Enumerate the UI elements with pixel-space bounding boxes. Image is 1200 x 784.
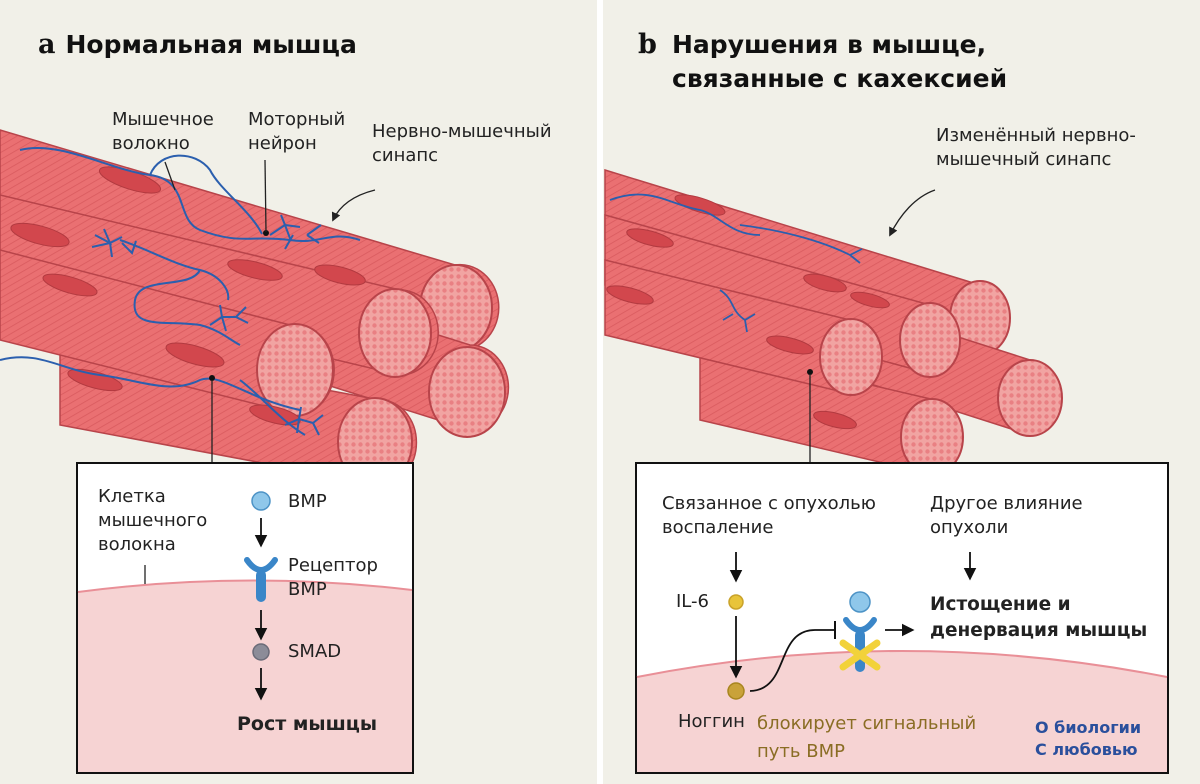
label-motor-neuron: Моторный нейрон: [248, 109, 346, 154]
cell-membrane-b: [637, 651, 1167, 772]
label-inflammation: Связанное с опухолью воспаление: [662, 493, 876, 538]
receptor-stem: [256, 570, 266, 602]
nucleus: [227, 259, 283, 281]
brand-caption: О биологии С любовью: [1035, 718, 1142, 759]
block-cross-icon: [839, 639, 881, 671]
label-il6: IL-6: [676, 591, 709, 612]
fiber-cross-section: [428, 346, 506, 438]
fiber-cross-section: [358, 288, 432, 378]
nucleus: [249, 404, 301, 426]
label-cell: Клетка мышечного волокна: [98, 486, 208, 555]
label-other-tumor: Другое влияние опухоли: [930, 493, 1083, 538]
fiber-cross-section: [819, 318, 883, 396]
label-smad: SMAD: [288, 641, 342, 662]
muscle-fibers-a: [0, 129, 510, 487]
nucleus: [10, 222, 70, 248]
inhibition-line: [749, 629, 835, 692]
label-altered-synapse: Изменённый нервно- мышечный синапс: [936, 125, 1136, 170]
fiber-cross-section: [256, 323, 334, 417]
motor-neuron: [0, 147, 361, 436]
label-noggin: Ноггин: [678, 711, 745, 732]
label-synapse: Нервно-мышечный синапс: [372, 121, 552, 166]
label-bmp: BMP: [288, 491, 327, 512]
altered-neuron: [609, 193, 863, 333]
nucleus: [314, 264, 366, 286]
label-muscle-fiber: Мышечное волокно: [112, 109, 214, 154]
nucleus: [67, 368, 123, 392]
inset-a: [76, 462, 414, 774]
fiber-cross-section: [899, 302, 961, 378]
il6-molecule: [728, 594, 744, 610]
cell-membrane: [78, 580, 412, 772]
noggin-molecule: [727, 682, 745, 700]
inset-b: [635, 462, 1169, 774]
label-receptor: Рецептор BMP: [288, 555, 378, 600]
bmp-molecule: [251, 491, 271, 511]
smad-molecule: [252, 643, 270, 661]
label-wasting: Истощение и денервация мышцы: [930, 594, 1148, 641]
label-muscle-growth: Рост мышцы: [237, 713, 378, 735]
nucleus: [165, 342, 225, 368]
nucleus: [42, 273, 98, 297]
label-blocks-bmp: блокирует сигнальный путь BMP: [757, 713, 977, 762]
muscle-fibers-b: [604, 168, 1063, 476]
fiber-cross-section: [997, 359, 1063, 437]
